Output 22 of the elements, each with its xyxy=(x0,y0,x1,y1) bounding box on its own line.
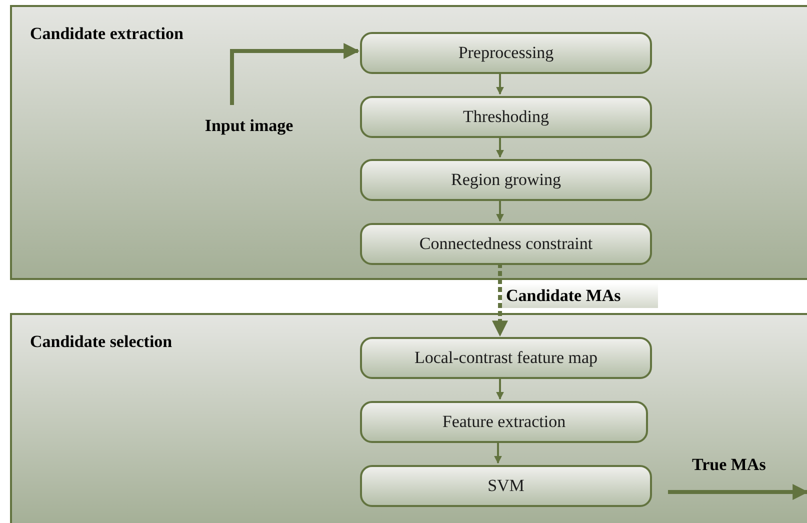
process-box: SVM xyxy=(360,465,652,507)
arrow xyxy=(496,136,504,158)
process-box: Region growing xyxy=(360,159,652,201)
arrow xyxy=(496,72,504,95)
arrow xyxy=(496,199,504,222)
group-panel xyxy=(10,313,807,523)
process-box: Connectedness constraint xyxy=(360,223,652,265)
panel-heading: Candidate selection xyxy=(30,331,172,353)
process-box: Preprocessing xyxy=(360,32,652,74)
arrow xyxy=(230,43,360,105)
arrow xyxy=(496,377,504,400)
edge-label: Candidate MAs xyxy=(502,283,658,308)
arrow xyxy=(668,484,807,500)
group-panel xyxy=(10,5,807,280)
process-box: Local-contrast feature map xyxy=(360,337,652,379)
input-label: Input image xyxy=(187,115,311,137)
process-box: Feature extraction xyxy=(360,401,648,443)
arrow xyxy=(494,441,502,464)
edge-label: True MAs xyxy=(691,454,767,476)
process-box: Threshoding xyxy=(360,96,652,138)
arrow xyxy=(492,263,508,337)
panel-heading: Candidate extraction xyxy=(30,23,184,45)
